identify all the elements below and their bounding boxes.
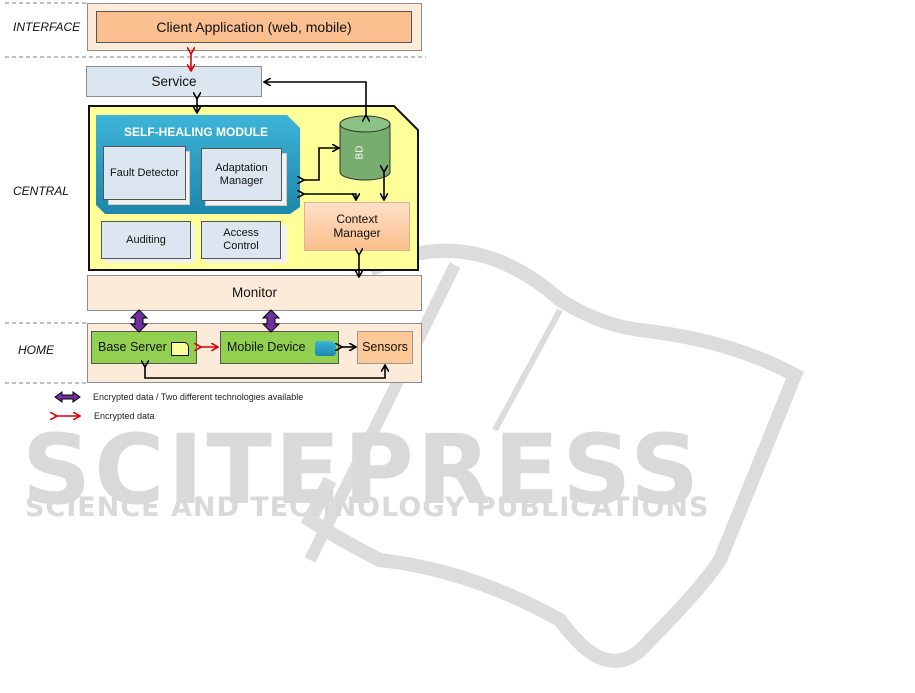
purple-arrow-monitor-base <box>129 309 149 333</box>
monitor-box[interactable]: Monitor <box>87 275 422 311</box>
database-body <box>339 124 391 181</box>
base-server-icon <box>171 342 189 356</box>
base-server-label: Base Server <box>98 340 167 354</box>
arrow-module-context <box>303 194 356 199</box>
legend-red-label: Encrypted data <box>94 411 155 421</box>
purple-arrow-monitor-mobile <box>261 309 281 333</box>
client-application-box[interactable]: Client Application (web, mobile) <box>96 11 412 43</box>
access-control-box[interactable]: Access Control <box>201 221 281 259</box>
watermark-title: SCITEPRESS <box>22 414 703 526</box>
base-server-box[interactable]: Base Server <box>91 331 197 364</box>
arrow-module-db <box>303 148 338 180</box>
arrow-db-service <box>265 82 366 116</box>
mobile-device-icon <box>315 341 336 356</box>
auditing-box[interactable]: Auditing <box>101 221 191 259</box>
watermark-subtitle: SCIENCE AND TECHNOLOGY PUBLICATIONS <box>25 492 710 523</box>
layer-label-interface: INTERFACE <box>13 20 81 34</box>
legend-purple-label: Encrypted data / Two different technolog… <box>93 392 304 402</box>
adaptation-manager-box[interactable]: Adaptation Manager <box>201 148 282 201</box>
service-box[interactable]: Service <box>86 66 262 97</box>
layer-label-home: HOME <box>18 343 54 357</box>
arrow-base-sensors <box>145 366 385 379</box>
mobile-device-box[interactable]: Mobile Device <box>220 331 339 364</box>
mobile-device-label: Mobile Device <box>227 340 306 354</box>
layer-label-central: CENTRAL <box>13 184 70 198</box>
fault-detector-box[interactable]: Fault Detector <box>103 146 186 200</box>
legend-purple-arrow-icon <box>54 391 81 403</box>
self-healing-module-title: SELF-HEALING MODULE <box>124 125 268 139</box>
